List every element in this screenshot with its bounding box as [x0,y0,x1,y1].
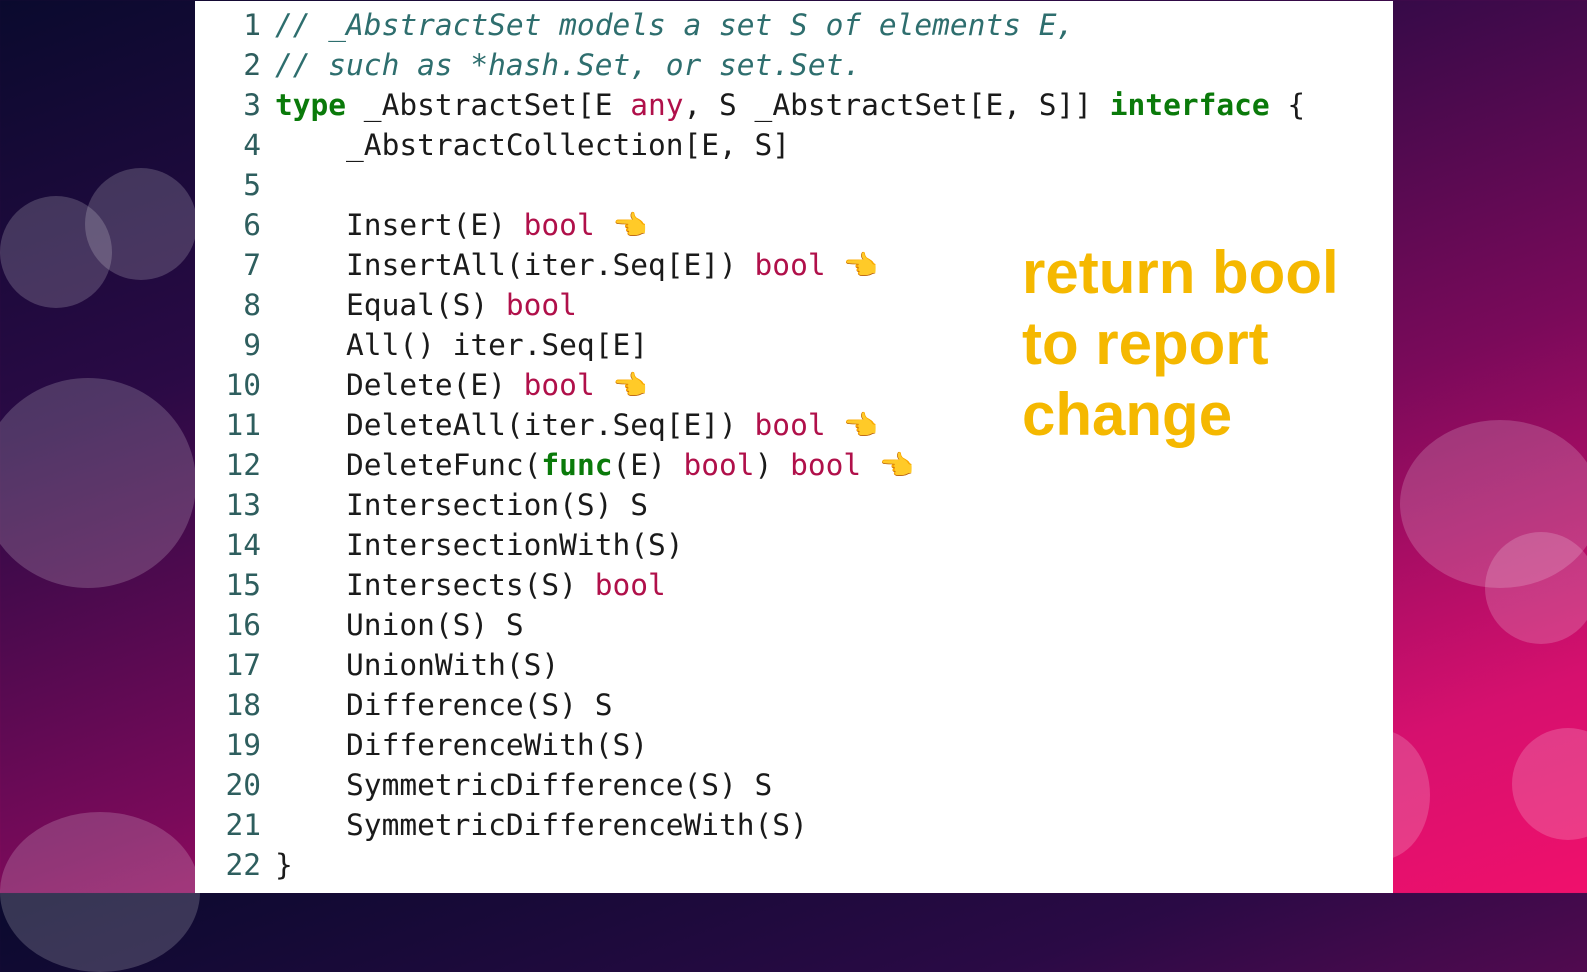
code-type: bool [594,568,666,602]
line-number: 13 [225,488,261,522]
code-text: UnionWith(S) [275,648,560,682]
code-type: any [630,88,684,122]
line-number: 15 [225,568,261,602]
line-number: 4 [243,128,261,162]
hand-pointing-left-icon: 👈 [825,409,879,442]
code-line: 15 Intersects(S) bool [195,565,1305,605]
code-text: ) [754,448,791,482]
hand-pointing-left-icon: 👈 [861,449,914,482]
code-text: Difference(S) S [275,688,613,722]
code-line: 9 All() iter.Seq[E] [195,325,1305,365]
code-text: InsertAll(iter.Seq[E]) [275,248,755,282]
code-slide: 1 // _AbstractSet models a set S of eleme… [195,1,1393,893]
code-type: bool [754,408,826,442]
code-type: bool [523,208,595,242]
code-comment: // _AbstractSet models a set S of elemen… [275,8,1075,42]
line-number: 7 [243,248,261,282]
decorative-bubble [1400,420,1587,588]
code-text: DeleteAll(iter.Seq[E]) [275,408,755,442]
line-number: 16 [225,608,261,642]
code-text: Delete(E) [275,368,524,402]
code-text: } [275,848,293,882]
code-block: 1 // _AbstractSet models a set S of eleme… [195,5,1305,885]
code-text: Intersects(S) [275,568,595,602]
code-comment: // such as *hash.Set, or set.Set. [275,48,862,82]
code-line: 5 [195,165,1305,205]
code-text: Equal(S) [275,288,506,322]
code-text: _AbstractCollection[E, S] [275,128,791,162]
code-line: 6 Insert(E) bool 👈 [195,205,1305,245]
code-text: Intersection(S) S [275,488,648,522]
line-number: 1 [243,8,261,42]
code-type: bool [505,288,577,322]
code-text: IntersectionWith(S) [275,528,684,562]
code-line: 7 InsertAll(iter.Seq[E]) bool 👈 [195,245,1305,285]
line-number: 5 [243,168,261,202]
decorative-bubble [1485,532,1587,644]
hand-pointing-left-icon: 👈 [594,369,648,402]
code-type: bool [683,448,755,482]
decorative-bubble [0,378,196,588]
code-text: { [1269,88,1306,122]
code-line: 22} [195,845,1305,885]
code-text: SymmetricDifferenceWith(S) [275,808,808,842]
annotation-line: to report [1022,310,1269,377]
decorative-bubble [85,168,197,280]
line-number: 22 [225,848,261,882]
line-number: 21 [225,808,261,842]
annotation-line: change [1022,381,1233,448]
code-text: All() iter.Seq[E] [275,328,648,362]
hand-pointing-left-icon: 👈 [825,249,879,282]
code-line: 17 UnionWith(S) [195,645,1305,685]
code-keyword: func [541,448,613,482]
code-type: bool [754,248,826,282]
code-line: 18 Difference(S) S [195,685,1305,725]
code-line: 3 type _AbstractSet[E any, S _AbstractSet… [195,85,1305,125]
code-text: Union(S) S [275,608,524,642]
code-line: 14 IntersectionWith(S) [195,525,1305,565]
code-type: bool [523,368,595,402]
code-keyword: type [275,88,347,122]
code-text: SymmetricDifference(S) S [275,768,773,802]
code-line: 21 SymmetricDifferenceWith(S) [195,805,1305,845]
code-line: 16 Union(S) S [195,605,1305,645]
line-number: 3 [243,88,261,122]
annotation-line: return bool [1022,239,1339,306]
code-keyword: interface [1109,88,1270,122]
line-number: 14 [225,528,261,562]
code-text: (E) [612,448,684,482]
code-line: 13 Intersection(S) S [195,485,1305,525]
line-number: 11 [225,408,261,442]
line-number: 20 [225,768,261,802]
code-line: 10 Delete(E) bool 👈 [195,365,1305,405]
decorative-bubble [1512,728,1587,840]
code-text: DifferenceWith(S) [275,728,648,762]
line-number: 12 [225,448,261,482]
decorative-bubble [0,196,112,308]
code-line: 4 _AbstractCollection[E, S] [195,125,1305,165]
line-number: 2 [243,48,261,82]
decorative-bubble [0,812,200,972]
line-number: 19 [225,728,261,762]
hand-pointing-left-icon: 👈 [594,209,648,242]
line-number: 9 [243,328,261,362]
code-line: 2 // such as *hash.Set, or set.Set. [195,45,1305,85]
code-line: 1 // _AbstractSet models a set S of eleme… [195,5,1305,45]
code-text: DeleteFunc( [275,448,542,482]
line-number: 10 [225,368,261,402]
code-type: bool [790,448,862,482]
line-number: 18 [225,688,261,722]
code-line: 12 DeleteFunc(func(E) bool) bool 👈 [195,445,1305,485]
line-number: 6 [243,208,261,242]
code-line: 19 DifferenceWith(S) [195,725,1305,765]
line-number: 17 [225,648,261,682]
line-number: 8 [243,288,261,322]
code-line: 8 Equal(S) bool [195,285,1305,325]
code-text: _AbstractSet[E [346,88,631,122]
code-text: , S _AbstractSet[E, S]] [683,88,1110,122]
code-line: 20 SymmetricDifference(S) S [195,765,1305,805]
code-text: Insert(E) [275,208,524,242]
code-line: 11 DeleteAll(iter.Seq[E]) bool 👈 [195,405,1305,445]
